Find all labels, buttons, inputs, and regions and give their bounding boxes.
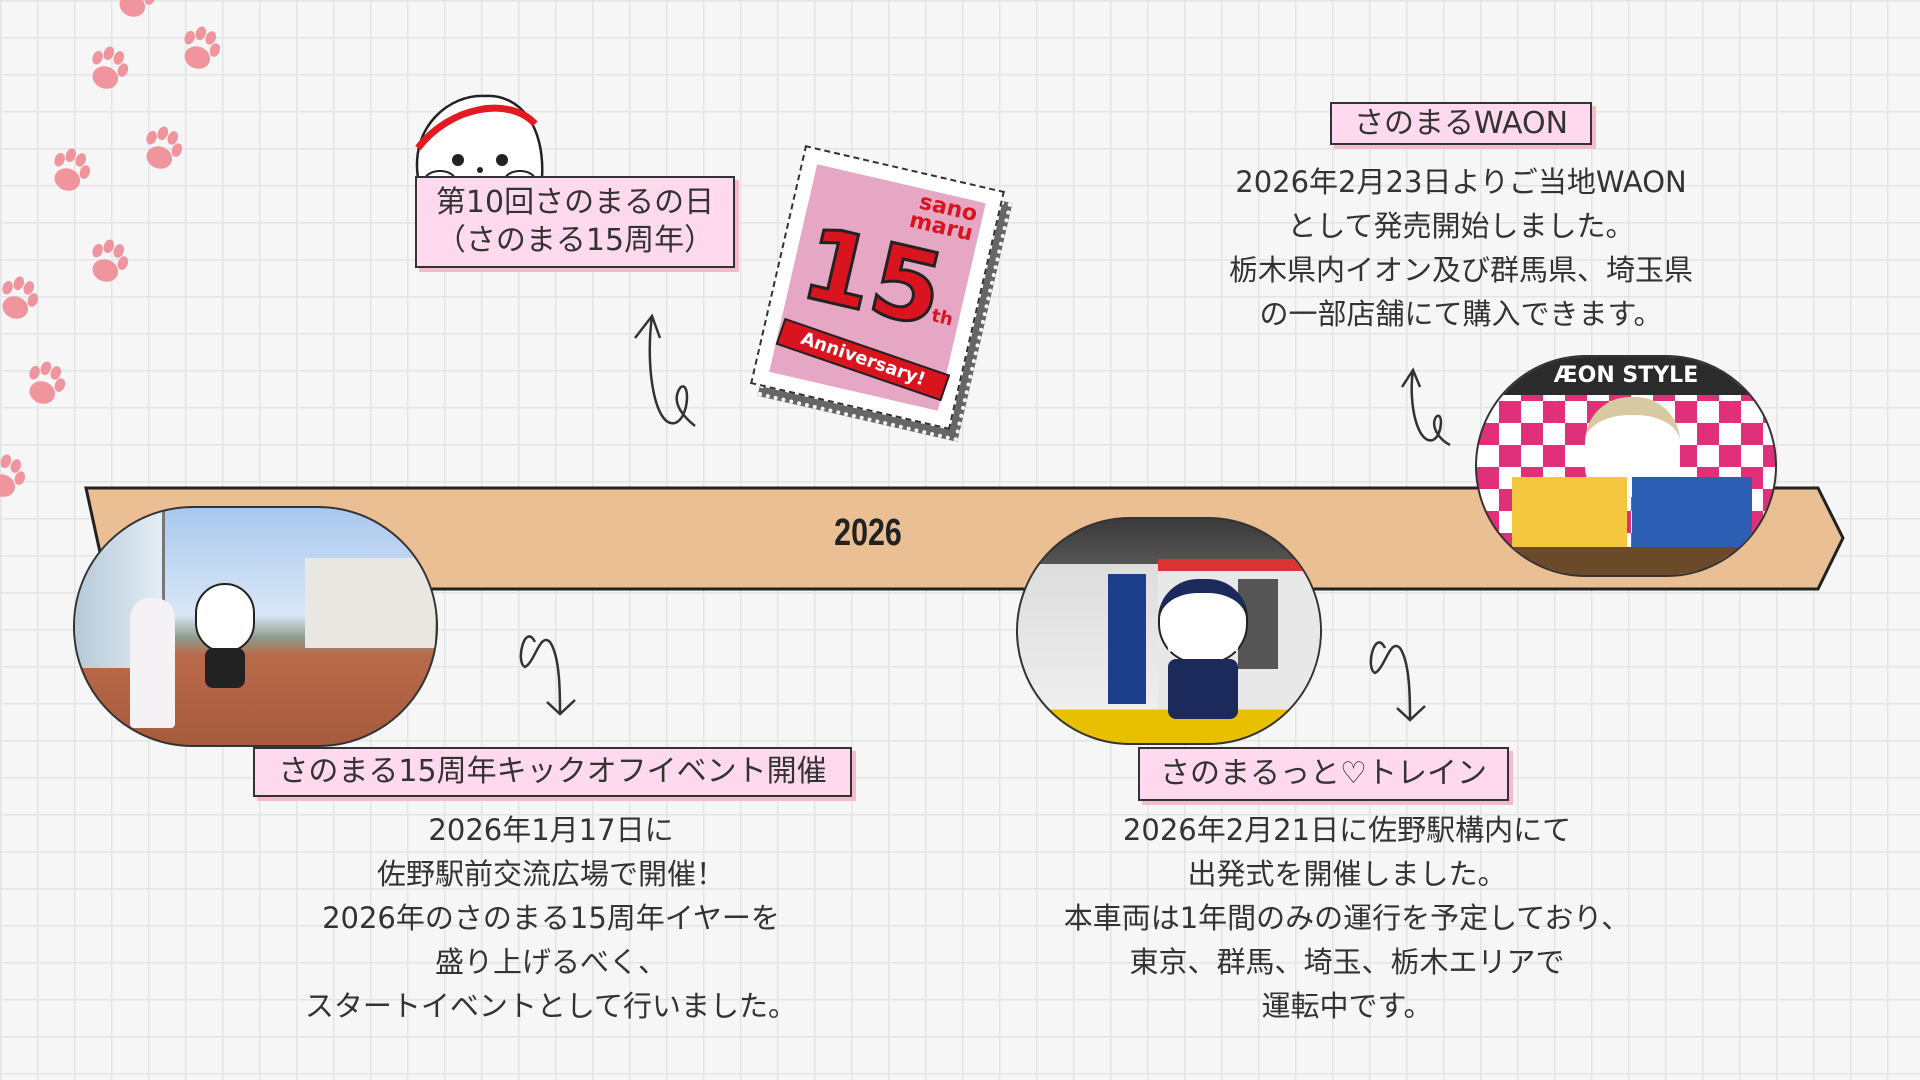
curly-arrow-icon [1400, 367, 1451, 447]
text-line: 盛り上げるべく、 [434, 945, 668, 979]
event-title-waon: さのまるWAON [1330, 102, 1592, 145]
curly-arrow-icon [1369, 641, 1426, 722]
mascot-head-illustration [415, 94, 544, 186]
text-line: 2026年のさのまる15周年イヤーを [322, 901, 780, 935]
aeon-sign: ÆON STYLE [1477, 357, 1775, 395]
anniversary-stamp: sano maru 15 th Anniversary! [750, 145, 1013, 442]
curly-arrow-icon [634, 313, 696, 427]
train-event-photo [1016, 517, 1322, 745]
text-line: の一部店舗にて購入できます。 [1259, 297, 1663, 331]
text-line: 東京、群馬、埼玉、栃木エリアで [1129, 945, 1565, 979]
text-line: 栃木県内イオン及び群馬県、埼玉県 [1228, 253, 1694, 287]
paw-icon [0, 0, 226, 500]
stamp-number: 15 [790, 203, 955, 351]
event-description-train: 2026年2月21日に佐野駅構内にて 出発式を開催しました。 本車両は1年間のみ… [1064, 808, 1631, 1028]
stamp-suffix: th [929, 305, 955, 331]
kickoff-event-photo [73, 506, 438, 747]
text-line: として発売開始しました。 [1287, 209, 1635, 243]
text-line: 本車両は1年間のみの運行を予定しており、 [1063, 901, 1631, 935]
text-line: 運転中です。 [1261, 989, 1433, 1023]
aeon-waon-photo: ÆON STYLE [1475, 355, 1777, 577]
curly-arrow-icon [519, 635, 576, 716]
event-description-waon: 2026年2月23日よりご当地WAON として発売開始しました。 栃木県内イオン… [1229, 160, 1693, 336]
event-title-line: （さのまる15周年） [435, 223, 715, 258]
event-title-kickoff: さのまる15周年キックオフイベント開催 [253, 747, 852, 797]
text-line: 出発式を開催しました。 [1187, 857, 1507, 891]
text-line: 2026年2月23日よりご当地WAON [1235, 165, 1687, 199]
text-line: 2026年2月21日に佐野駅構内にて [1122, 813, 1572, 847]
text-line: スタートイベントとして行いました。 [304, 989, 798, 1023]
event-title-line: 第10回さのまるの日 [435, 185, 715, 220]
text-line: 2026年1月17日に [428, 813, 674, 847]
event-title-sanomaru-day: 第10回さのまるの日 （さのまる15周年） [415, 176, 735, 268]
text-line: 佐野駅前交流広場で開催！ [376, 857, 726, 891]
event-description-kickoff: 2026年1月17日に 佐野駅前交流広場で開催！ 2026年のさのまる15周年イ… [305, 808, 797, 1028]
timeline-year: 2026 [834, 512, 902, 554]
event-title-train: さのまるっと♡トレイン [1138, 747, 1509, 801]
